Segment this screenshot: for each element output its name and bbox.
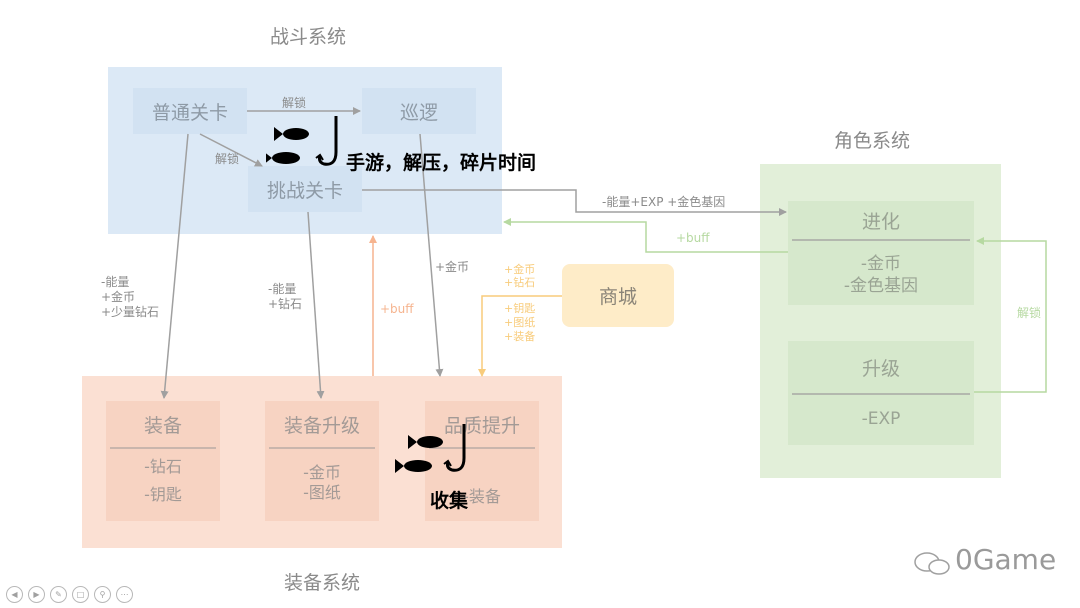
unlock-label: 解锁 bbox=[215, 152, 240, 166]
levelup-card: 升级 -EXP bbox=[788, 341, 974, 445]
evolve-card-line: -金色基因 bbox=[843, 276, 919, 296]
normal-stage-box: 普通关卡 bbox=[133, 88, 247, 134]
upgrade-card: 装备升级 -金币 -图纸 bbox=[265, 401, 379, 521]
equip-card-line: -钥匙 bbox=[144, 485, 182, 504]
copy-icon[interactable]: □ bbox=[72, 586, 89, 603]
shop-label: +金币 +钻石 bbox=[504, 263, 536, 289]
battle-system-title: 战斗系统 bbox=[269, 26, 346, 48]
evolve-card-divider bbox=[792, 239, 970, 241]
equip-card-title: 装备 bbox=[143, 414, 182, 437]
upgrade-card-line: -金币 bbox=[303, 463, 341, 482]
upgrade-card-title: 装备升级 bbox=[283, 414, 360, 437]
unlock-label: 解锁 bbox=[282, 96, 307, 110]
normal-to-equip-arrow bbox=[160, 133, 189, 399]
buff-label: +buff bbox=[380, 302, 414, 316]
pen-icon[interactable]: ✎ bbox=[50, 586, 67, 603]
equip-card: 装备 -钻石 -钥匙 bbox=[106, 401, 220, 521]
shop-label: +钥匙 +图纸 +装备 bbox=[504, 302, 536, 343]
overlay-caption: 手游，解压，碎片时间 bbox=[346, 152, 537, 174]
shop-box: 商城 bbox=[562, 264, 674, 327]
more-icon[interactable]: ⋯ bbox=[116, 586, 133, 603]
upgrade-card-line: -图纸 bbox=[303, 483, 341, 502]
levelup-card-title: 升级 bbox=[861, 357, 900, 380]
slide-nav: ◀ ▶ ✎ □ ⚲ ⋯ bbox=[6, 586, 133, 603]
challenge-to-upgrade-arrow bbox=[307, 211, 325, 399]
character-system-title: 角色系统 bbox=[833, 130, 910, 152]
quality-card-line: -装备 bbox=[463, 487, 501, 506]
unlock-challenge-arrow bbox=[199, 133, 263, 167]
evolve-buff-arrow bbox=[503, 218, 788, 253]
flow-label: -能量 +金币 +少量钻石 bbox=[101, 275, 160, 319]
patrol-box: 巡逻 bbox=[362, 88, 476, 134]
quality-card-divider bbox=[429, 447, 535, 449]
equipment-system-title: 装备系统 bbox=[283, 572, 360, 594]
equip-card-divider bbox=[110, 447, 216, 449]
patrol-to-quality-arrow bbox=[419, 133, 444, 377]
fish-hook-icon bbox=[266, 116, 338, 166]
evolve-card: 进化 -金币 -金色基因 bbox=[788, 201, 974, 305]
challenge-to-evolve-arrow bbox=[362, 189, 787, 216]
evolve-card-line: -金币 bbox=[860, 254, 902, 274]
upgrade-card-divider bbox=[269, 447, 375, 449]
flow-label: -能量 +钻石 bbox=[268, 282, 303, 311]
shop-to-quality-arrow bbox=[478, 295, 562, 377]
prev-icon[interactable]: ◀ bbox=[6, 586, 23, 603]
overlay-caption: 收集 bbox=[430, 490, 469, 512]
zoom-icon[interactable]: ⚲ bbox=[94, 586, 111, 603]
levelup-unlock-arrow bbox=[974, 237, 1047, 393]
watermark-text: 0Game bbox=[955, 543, 1057, 576]
fish-hook-icon bbox=[395, 424, 466, 473]
flow-label: +金币 bbox=[435, 260, 470, 274]
evolve-card-title: 进化 bbox=[861, 210, 900, 233]
wechat-icon bbox=[914, 552, 950, 575]
levelup-card-divider bbox=[792, 393, 970, 395]
equip-card-line: -钻石 bbox=[144, 457, 182, 476]
flow-label: -能量+EXP +金色基因 bbox=[602, 195, 726, 209]
next-icon[interactable]: ▶ bbox=[28, 586, 45, 603]
challenge-stage-box: 挑战关卡 bbox=[248, 166, 362, 212]
unlock-label: 解锁 bbox=[1017, 306, 1042, 320]
levelup-card-line: -EXP bbox=[861, 409, 901, 429]
buff-label: +buff bbox=[676, 231, 710, 245]
